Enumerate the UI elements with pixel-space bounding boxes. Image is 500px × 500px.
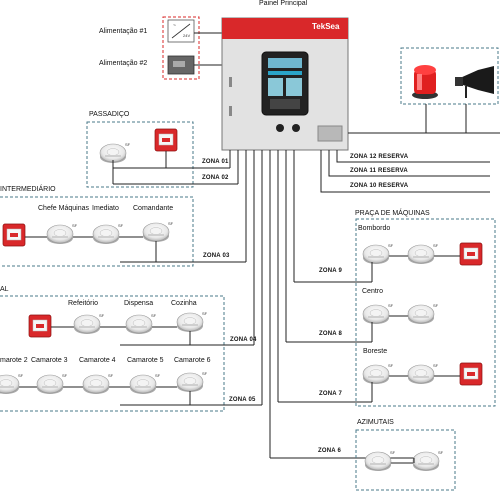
horn-siren: [455, 66, 494, 98]
praca-maquinas-box: [355, 218, 496, 407]
zone-7-label: ZONA 7: [319, 391, 342, 397]
zone-9-label: ZONA 9: [319, 268, 342, 274]
zone-02-label: ZONA 02: [202, 175, 229, 181]
panel-title: Painel Principal: [259, 0, 308, 7]
alarm-box: [400, 47, 499, 105]
zone-05-label: ZONA 05: [229, 397, 256, 403]
label-boreste: Boreste: [363, 348, 388, 355]
panel-header: [222, 18, 348, 39]
passadico-box: [86, 121, 194, 188]
label-dispensa: Dispensa: [124, 300, 154, 307]
label-bombordo: Bombordo: [358, 225, 391, 232]
label-refeitorio: Refeitório: [68, 300, 98, 307]
azimutais-box: [355, 429, 456, 491]
zone-11-label: ZONA 11 RESERVA: [350, 168, 408, 174]
main-deck-box: [0, 295, 225, 412]
label-centro: Centro: [362, 288, 384, 295]
zone-12-label: ZONA 12 RESERVA: [350, 154, 409, 160]
label-camarote-4: Camarote 4: [79, 357, 116, 364]
strobe-beacon: [412, 65, 438, 99]
azimutais-title: AZIMUTAIS: [357, 419, 394, 426]
zone-6-label: ZONA 6: [318, 448, 341, 454]
zone-01-label: ZONA 01: [202, 159, 229, 165]
label-camarote-3: Camarote 3: [31, 357, 68, 364]
supply-2-label: Alimentação #2: [99, 60, 148, 67]
svg-text:24V: 24V: [183, 33, 190, 38]
label-cozinha: Cozinha: [171, 300, 197, 307]
zone-8-label: ZONA 8: [319, 331, 342, 337]
praca-maquinas-title: PRAÇA DE MÁQUINAS: [355, 210, 430, 217]
power-supply-box: [162, 16, 200, 80]
main-deck-title: AL: [0, 286, 9, 293]
zone-04-label: ZONA 04: [230, 337, 257, 343]
intermediario-title: INTERMEDIÁRIO: [0, 186, 56, 193]
label-imediato: Imediato: [92, 205, 119, 212]
svg-text:~: ~: [173, 23, 176, 29]
label-camarote-5: Camarote 5: [127, 357, 164, 364]
intermediario-box: [0, 196, 194, 267]
label-comandante: Comandante: [133, 205, 174, 212]
label-camarote-2: marote 2: [0, 357, 28, 364]
label-chefe-maquinas: Chefe Máquinas: [38, 205, 89, 212]
panel-brand: TekSea: [312, 22, 340, 31]
label-camarote-6: Camarote 6: [174, 357, 211, 364]
passadico-title: PASSADIÇO: [89, 111, 130, 118]
supply-1-label: Alimentação #1: [99, 28, 148, 35]
zone-03-label: ZONA 03: [203, 253, 230, 259]
zone-10-label: ZONA 10 RESERVA: [350, 183, 409, 189]
